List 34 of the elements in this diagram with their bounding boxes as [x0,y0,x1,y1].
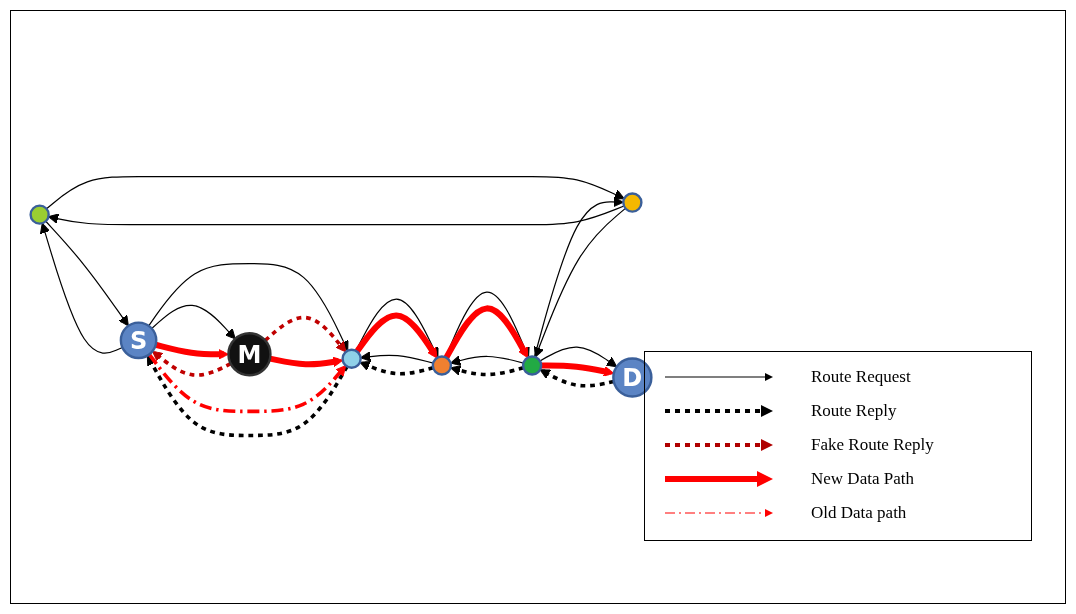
node-circle [622,192,643,213]
arrow [264,315,347,353]
arrow [48,205,625,226]
arrow [147,353,347,414]
legend-text: Old Data path [811,503,907,523]
arrow [45,220,129,327]
arrow [355,298,439,358]
arrow [450,355,524,366]
legend-text: Route Reply [811,401,897,421]
arrow [39,222,123,354]
arrow [539,346,618,368]
arrow [360,351,434,364]
arrow [539,369,615,388]
arrow [146,355,349,438]
arrow [151,350,232,377]
arrow [354,312,438,359]
arrow [154,341,229,360]
node-circle [431,355,453,376]
arrow [450,365,524,377]
arrow [151,304,236,340]
arrow [148,263,349,352]
legend-text: New Data Path [811,469,914,489]
arrow [443,305,529,360]
arrow [359,361,434,376]
node-circle: S [119,321,158,360]
node-circle [521,355,543,376]
legend-text: Fake Route Reply [811,435,934,455]
node-circle [29,204,50,225]
arrow [45,175,625,210]
legend-text: Route Request [811,367,911,387]
node-circle: D [612,357,653,398]
node-circle: M [227,332,272,377]
node-circle [341,348,362,369]
arrow [541,362,615,377]
